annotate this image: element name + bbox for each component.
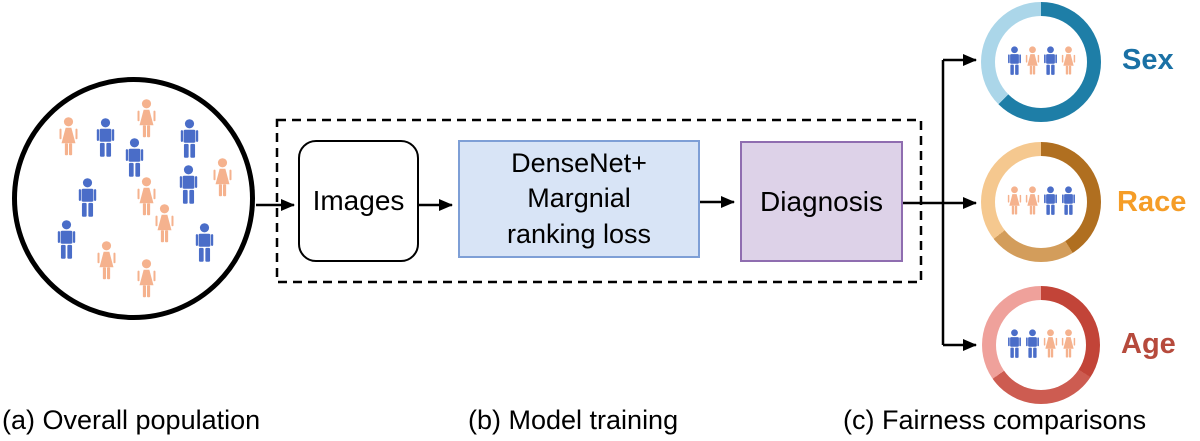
model-box-line2: Margnial	[527, 183, 631, 214]
population-circle	[12, 77, 255, 320]
caption-overall-population: (a) Overall population	[2, 405, 261, 435]
diagnosis-box-label: Diagnosis	[760, 185, 883, 217]
caption-fairness-comparisons: (c) Fairness comparisons	[843, 405, 1147, 435]
model-box: DenseNet+ Margnial ranking loss	[458, 140, 700, 258]
model-box-line3: ranking loss	[506, 218, 652, 249]
model-box-line1: DenseNet+	[511, 148, 647, 179]
diagnosis-box: Diagnosis	[740, 141, 903, 262]
training-dashed-box	[275, 118, 923, 284]
images-box-label: Images	[312, 185, 405, 216]
caption-model-training: (b) Model training	[468, 405, 679, 435]
images-box: Images	[298, 140, 419, 262]
